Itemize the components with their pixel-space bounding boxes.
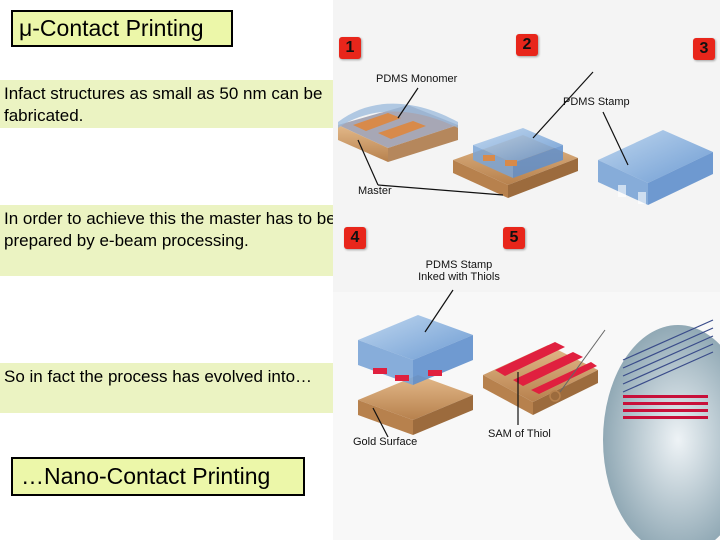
label-inked-stamp-line2: Inked with Thiols <box>418 271 500 283</box>
note-process-evolved: So in fact the process has evolved into… <box>0 363 340 413</box>
nano-contact-printing-title: …Nano-Contact Printing <box>11 457 305 496</box>
sam-on-gold-illustration <box>483 342 598 415</box>
process-illustration <box>338 71 720 540</box>
pdms-on-master-illustration <box>453 128 578 198</box>
slide-title: μ-Contact Printing <box>11 10 233 47</box>
pointer-lines <box>357 71 629 438</box>
label-inked-stamp-line1: PDMS Stamp <box>425 259 493 271</box>
inked-stamp-gold-illustration <box>358 315 473 435</box>
master-mold-illustration <box>338 103 458 162</box>
step-badge-1: 1 <box>339 37 361 59</box>
step-badge-3: 3 <box>693 38 715 60</box>
label-pdms-stamp: PDMS Stamp <box>563 96 630 108</box>
label-inked-stamp: PDMS Stamp Inked with Thiols <box>400 259 518 283</box>
step-badge-2: 2 <box>516 34 538 56</box>
label-gold-surface: Gold Surface <box>353 436 418 448</box>
step-badge-5: 5 <box>503 227 525 249</box>
pdms-stamp-illustration <box>598 130 713 205</box>
note-nanoscale-structures: Infact structures as small as 50 nm can … <box>0 80 340 128</box>
label-master: Master <box>358 185 392 197</box>
nanoscale-magnified-view <box>549 319 720 540</box>
note-ebeam-master: In order to achieve this the master has … <box>0 205 340 276</box>
label-sam-of-thiol: SAM of Thiol <box>488 428 551 440</box>
step-badge-4: 4 <box>344 227 366 249</box>
label-pdms-monomer: PDMS Monomer <box>376 73 458 85</box>
